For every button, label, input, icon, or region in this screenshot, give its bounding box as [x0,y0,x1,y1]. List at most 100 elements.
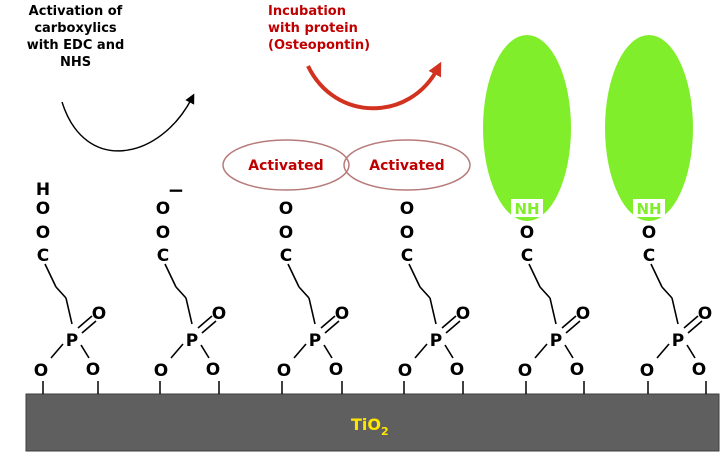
p-o-bond [200,344,210,359]
phosphorus-atom: P [186,331,198,351]
p-double-bond-a [445,320,461,334]
alkyl-bond [539,286,551,299]
edc-nhs-activation-note: Activation of carboxylics with EDC and N… [26,4,125,70]
p-double-bond-a [201,320,217,334]
p-o-bond [414,343,428,359]
p-o-bond [50,343,64,359]
alkyl-bond [185,297,193,325]
phosphorus-atom: P [550,331,562,351]
phosphoryl-oxygen-atom: O [698,304,712,324]
phosphorus-atom: P [672,331,684,351]
p-double-bond-b [441,315,457,329]
surface-oxygen-atom: O [154,361,168,381]
p-double-bond-b [561,315,577,329]
p-o-bond [170,343,184,359]
amine-box [511,199,543,217]
osteopontin-protein [483,35,571,221]
hydrogen-atom: H [36,180,50,200]
p-o-bond [80,344,90,359]
oxygen-atom: O [156,199,170,219]
p-double-bond-b [77,315,93,329]
carbon-atom: C [280,246,292,266]
alkyl-bond [308,297,316,325]
carbon-atom: C [157,246,169,266]
amine-group: NH [514,200,539,218]
activated-label: Activated [248,158,323,174]
alkyl-bond [549,297,557,325]
alkyl-bond [650,263,663,288]
carbon-atom: C [521,246,533,266]
phosphoryl-oxygen-atom: O [576,304,590,324]
alkyl-bond [175,286,187,299]
activated-label: Activated [369,158,444,174]
alkyl-bond [164,263,177,288]
activated-ester-ring [343,139,471,191]
surface-oxygen-atom: O [277,361,291,381]
alkyl-bond [55,286,67,299]
oxygen-atom: O [279,199,293,219]
p-o-bond [444,344,454,359]
surface-oxygen-atom: O [398,361,412,381]
p-o-bond [323,344,333,359]
oxygen-atom: O [400,199,414,219]
p-double-bond-b [683,315,699,329]
p-o-bond [656,343,670,359]
carbonyl-oxygen-atom: O [520,223,534,243]
surface-ticks [42,381,707,394]
amine-group: NH [636,200,661,218]
phosphorus-atom: P [430,331,442,351]
alkyl-bond [44,263,57,288]
p-double-bond-a [565,320,581,334]
carbon-atom: C [643,246,655,266]
alkyl-bond [419,286,431,299]
phosphonate-oxygen-atom: O [570,360,584,380]
tio2-label: TiO2 [351,415,389,438]
phosphonate-chains: HOOCPOOO−OOCPOOOActivatedOOCPOOOActivate… [34,35,712,381]
phosphoryl-oxygen-atom: O [212,304,226,324]
carbon-atom: C [401,246,413,266]
surface-oxygen-atom: O [518,361,532,381]
phosphonate-oxygen-atom: O [692,360,706,380]
p-double-bond-a [687,320,703,334]
phosphoryl-oxygen-atom: O [335,304,349,324]
carbonyl-oxygen-atom: O [279,223,293,243]
activation-arrow [61,93,195,152]
incubation-arrow [306,61,442,111]
phosphorus-atom: P [309,331,321,351]
p-o-bond [564,344,574,359]
p-double-bond-a [324,320,340,334]
p-o-bond [534,343,548,359]
alkyl-bond [298,286,310,299]
p-double-bond-b [197,315,213,329]
alkyl-bond [671,297,679,325]
p-double-bond-b [320,315,336,329]
carbonyl-oxygen-atom: O [36,223,50,243]
carbonyl-oxygen-atom: O [156,223,170,243]
alkyl-bond [429,297,437,325]
carbonyl-oxygen-atom: O [400,223,414,243]
phosphonate-oxygen-atom: O [450,360,464,380]
activated-ester-ring [222,139,350,191]
phosphoryl-oxygen-atom: O [92,304,106,324]
alkyl-bond [661,286,673,299]
phosphoryl-oxygen-atom: O [456,304,470,324]
osteopontin-protein [605,35,693,221]
alkyl-bond [65,297,73,325]
amine-box [633,199,665,217]
alkyl-bond [408,263,421,288]
oxygen-atom: O [36,199,50,219]
negative-charge: − [168,178,185,202]
p-double-bond-a [81,320,97,334]
phosphonate-oxygen-atom: O [86,360,100,380]
phosphonate-oxygen-atom: O [206,360,220,380]
alkyl-bond [528,263,541,288]
p-o-bond [686,344,696,359]
protein-incubation-note: Incubation with protein (Osteopontin) [268,4,371,53]
